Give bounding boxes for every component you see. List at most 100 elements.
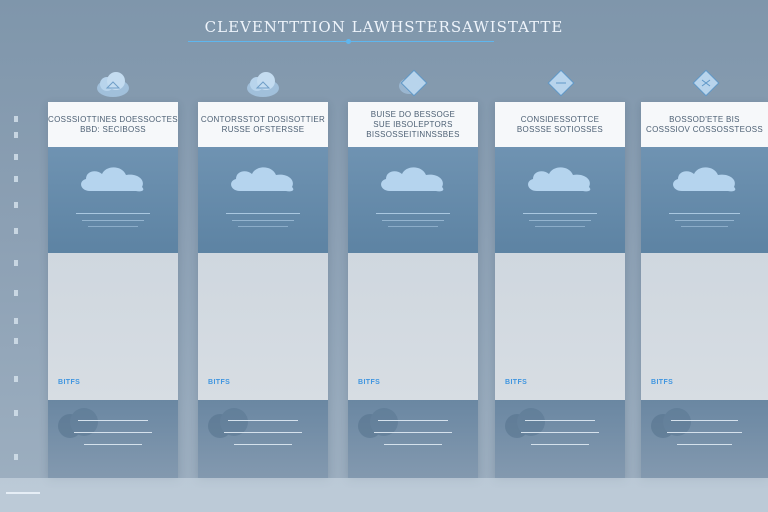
- cloud-icon: [93, 68, 133, 102]
- page-footer: [0, 478, 768, 512]
- footer-divider: [677, 444, 732, 445]
- title-divider: [188, 39, 494, 44]
- card-header-line: CONTORSSTOT DOSISOTTIER: [200, 114, 326, 124]
- hero-divider: [76, 213, 150, 214]
- card-footer: [198, 400, 328, 478]
- cloud-icon: [528, 167, 591, 192]
- card-header-line: CONSIDESSOTTCE: [520, 114, 600, 124]
- card-header-line: BUISE DO BESSOGE: [370, 109, 456, 119]
- hero-divider: [232, 220, 294, 221]
- card-header-line: BISSOSSEITINNSSBES: [366, 129, 460, 139]
- rail-tick: [14, 116, 18, 122]
- card-header-line: BOSSSE SOTIOSSES: [516, 124, 604, 134]
- cloud-icon: [505, 408, 545, 438]
- card-footer: [348, 400, 478, 478]
- cloud-icon: [208, 408, 248, 438]
- footer-divider: [84, 444, 142, 445]
- card-header: COSSSIOTTINES DOESSOCTES BBD: SECIBOSS: [48, 102, 178, 147]
- footer-divider: [531, 444, 589, 445]
- hero-divider: [376, 213, 450, 214]
- hero-divider: [82, 220, 144, 221]
- card-tag: BITFS: [358, 379, 381, 386]
- footer-divider: [224, 432, 302, 433]
- card-hero: [495, 147, 625, 253]
- divider-dot: [346, 39, 351, 44]
- footer-mark: [6, 492, 40, 494]
- left-rail: [10, 110, 24, 470]
- card-header-line: BBD: SECIBOSS: [80, 124, 146, 134]
- cloud-icon: [651, 408, 691, 438]
- rail-tick: [14, 176, 18, 182]
- card-tag: BITFS: [505, 379, 528, 386]
- card-tag: BITFS: [208, 379, 231, 386]
- hero-divider: [523, 213, 597, 214]
- footer-divider: [378, 420, 448, 421]
- cloud-icon: [381, 167, 444, 192]
- page-title: CLEVENTTTION LAWHSTERSAWISTATTE: [204, 18, 564, 36]
- footer-divider: [234, 444, 292, 445]
- card-body: BITFS: [348, 253, 478, 400]
- footer-divider: [74, 432, 152, 433]
- card-header-line: RUSSE OFSTERSSE: [221, 124, 305, 134]
- rail-tick: [14, 290, 18, 296]
- card-tag: BITFS: [651, 379, 674, 386]
- rail-tick: [14, 376, 18, 382]
- card-hero: [198, 147, 328, 253]
- rail-tick: [14, 410, 18, 416]
- cloud-icon: [243, 68, 283, 102]
- pricing-card-5[interactable]: BOSSOD'ETE BIS COSSSIOV COSSOSSTEOSS BIT…: [641, 69, 768, 478]
- card-hero: [48, 147, 178, 253]
- hero-divider: [669, 213, 740, 214]
- cloud-icon: [358, 408, 398, 438]
- footer-divider: [384, 444, 442, 445]
- hero-divider: [675, 220, 734, 221]
- card-header-line: SUE IBSOLEPTORS: [373, 119, 453, 129]
- diamond-icon: [685, 68, 725, 102]
- rail-tick: [14, 338, 18, 344]
- rail-tick: [14, 454, 18, 460]
- rail-tick: [14, 202, 18, 208]
- cloud-icon: [81, 167, 144, 192]
- card-header-line: COSSSIOTTINES DOESSOCTES: [48, 114, 178, 124]
- footer-divider: [228, 420, 298, 421]
- footer-divider: [671, 420, 738, 421]
- diamond-icon: [393, 68, 433, 102]
- pricing-card-1[interactable]: COSSSIOTTINES DOESSOCTES BBD: SECIBOSS B…: [48, 72, 178, 478]
- rail-tick: [14, 260, 18, 266]
- card-body: BITFS: [48, 253, 178, 400]
- pricing-card-2[interactable]: CONTORSSTOT DOSISOTTIER RUSSE OFSTERSSE …: [198, 72, 328, 478]
- hero-divider: [681, 226, 728, 227]
- hero-divider: [382, 220, 444, 221]
- hero-divider: [88, 226, 138, 227]
- card-body: BITFS: [198, 253, 328, 400]
- hero-divider: [535, 226, 585, 227]
- card-body: BITFS: [641, 253, 768, 400]
- footer-divider: [78, 420, 148, 421]
- hero-divider: [226, 213, 300, 214]
- card-hero: [348, 147, 478, 253]
- card-header: BOSSOD'ETE BIS COSSSIOV COSSOSSTEOSS: [641, 102, 768, 147]
- diamond-icon: [540, 68, 580, 102]
- pricing-card-3[interactable]: BUISE DO BESSOGE SUE IBSOLEPTORS BISSOSS…: [348, 69, 478, 478]
- card-footer: [641, 400, 768, 478]
- rail-tick: [14, 132, 18, 138]
- card-footer: [48, 400, 178, 478]
- hero-divider: [388, 226, 438, 227]
- card-header: BUISE DO BESSOGE SUE IBSOLEPTORS BISSOSS…: [348, 102, 478, 147]
- cloud-icon: [58, 408, 98, 438]
- rail-tick: [14, 228, 18, 234]
- card-hero: [641, 147, 768, 253]
- card-header: CONSIDESSOTTCE BOSSSE SOTIOSSES: [495, 102, 625, 147]
- card-footer: [495, 400, 625, 478]
- card-tag: BITFS: [58, 379, 81, 386]
- pricing-card-4[interactable]: CONSIDESSOTTCE BOSSSE SOTIOSSES BITFS: [495, 69, 625, 478]
- footer-divider: [667, 432, 742, 433]
- card-header-line: COSSSIOV COSSOSSTEOSS: [646, 124, 763, 134]
- rail-tick: [14, 318, 18, 324]
- hero-divider: [529, 220, 591, 221]
- card-body: BITFS: [495, 253, 625, 400]
- footer-divider: [374, 432, 452, 433]
- footer-divider: [525, 420, 595, 421]
- footer-divider: [521, 432, 599, 433]
- cloud-icon: [231, 167, 294, 192]
